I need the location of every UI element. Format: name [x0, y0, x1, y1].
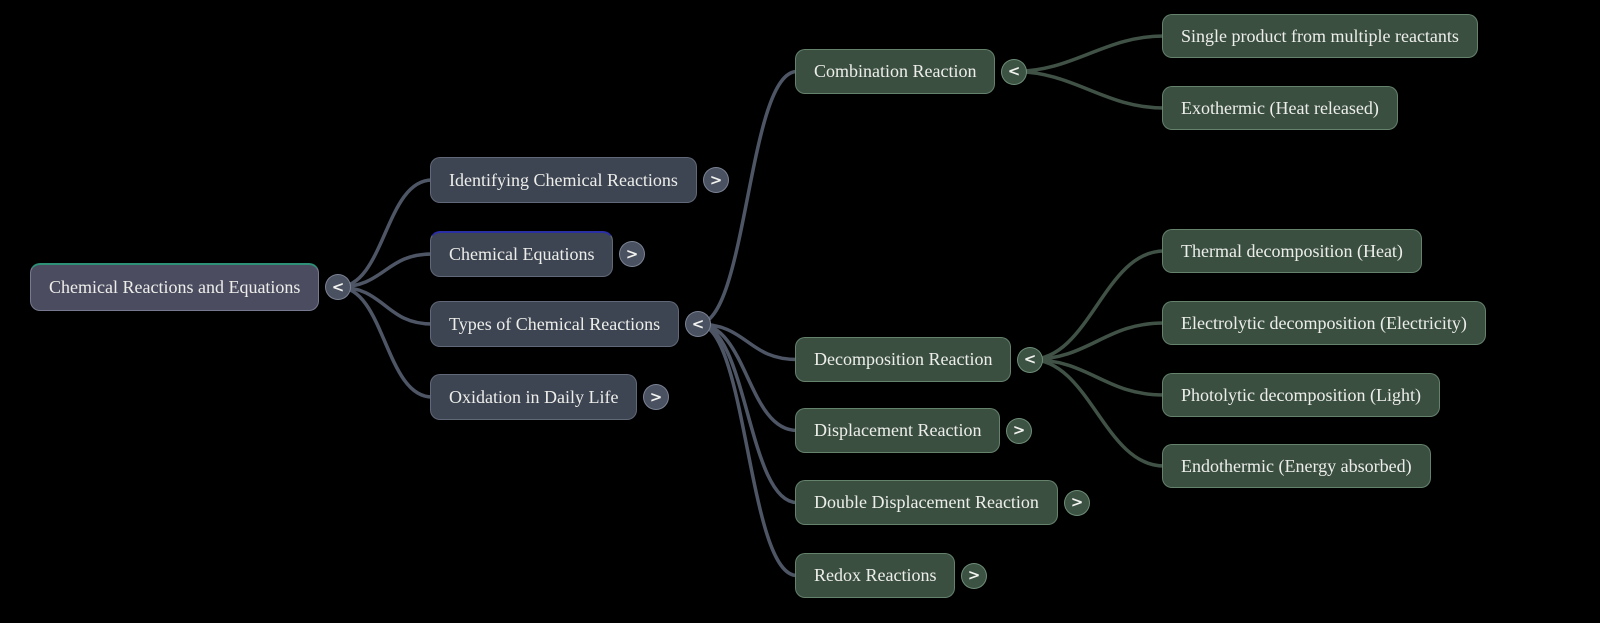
node-label: Combination Reaction: [814, 61, 977, 81]
node-label: Chemical Equations: [449, 244, 595, 264]
node-label: Electrolytic decomposition (Electricity): [1181, 312, 1467, 333]
node-exothermic[interactable]: Exothermic (Heat released): [1162, 86, 1398, 130]
node-combination[interactable]: Combination Reaction: [795, 49, 996, 94]
edge-decomposition-endothermic: [1028, 357, 1166, 468]
node-single-product[interactable]: Single product from multiple reactants: [1162, 14, 1478, 58]
expand-button-equations[interactable]: >: [619, 241, 645, 267]
collapse-button-decomposition[interactable]: <: [1017, 346, 1043, 373]
expand-button-oxidation[interactable]: >: [643, 384, 669, 410]
collapse-button-types[interactable]: <: [685, 311, 711, 337]
node-label: Exothermic (Heat released): [1181, 97, 1379, 118]
node-displacement[interactable]: Displacement Reaction: [795, 408, 1001, 453]
chevron-right-icon: >: [1012, 421, 1026, 439]
edge-types-double-displacement: [696, 322, 799, 505]
chevron-right-icon: >: [625, 244, 639, 263]
chevron-left-icon: <: [1007, 62, 1021, 80]
edge-decomposition-electrolytic: [1028, 321, 1166, 362]
node-label: Chemical Reactions and Equations: [49, 277, 301, 297]
node-label: Photolytic decomposition (Light): [1181, 384, 1421, 405]
chevron-right-icon: >: [649, 387, 663, 406]
edge-root-equations: [336, 252, 434, 289]
node-electrolytic[interactable]: Electrolytic decomposition (Electricity): [1162, 301, 1486, 345]
chevron-right-icon: >: [709, 170, 723, 189]
edge-types-displacement: [696, 322, 799, 433]
edge-types-decomposition: [696, 322, 799, 362]
collapse-button-combination[interactable]: <: [1001, 58, 1027, 85]
expand-button-redox[interactable]: >: [961, 562, 987, 589]
edge-root-identifying: [336, 178, 434, 289]
expand-button-identifying[interactable]: >: [703, 167, 729, 193]
node-root[interactable]: Chemical Reactions and Equations: [30, 263, 320, 311]
edge-combination-single-product: [1012, 34, 1166, 74]
node-double-displacement[interactable]: Double Displacement Reaction: [795, 480, 1058, 525]
chevron-right-icon: >: [967, 566, 981, 584]
node-photolytic[interactable]: Photolytic decomposition (Light): [1162, 373, 1440, 417]
edge-root-oxidation: [336, 285, 434, 399]
node-label: Double Displacement Reaction: [814, 492, 1039, 512]
node-identifying[interactable]: Identifying Chemical Reactions: [430, 157, 697, 203]
edge-types-redox: [696, 322, 799, 578]
edge-root-types: [336, 285, 434, 326]
node-label: Redox Reactions: [814, 565, 937, 585]
node-types[interactable]: Types of Chemical Reactions: [430, 301, 680, 347]
expand-button-displacement[interactable]: >: [1006, 417, 1032, 444]
node-label: Oxidation in Daily Life: [449, 386, 619, 407]
collapse-button-root[interactable]: <: [325, 274, 351, 300]
edge-types-combination: [696, 69, 799, 326]
node-label: Decomposition Reaction: [814, 349, 993, 369]
node-oxidation[interactable]: Oxidation in Daily Life: [430, 374, 638, 420]
chevron-right-icon: >: [1070, 493, 1084, 511]
edge-combination-exothermic: [1012, 69, 1166, 110]
expand-button-double-displacement[interactable]: >: [1064, 489, 1090, 516]
node-redox[interactable]: Redox Reactions: [795, 553, 956, 598]
node-label: Endothermic (Energy absorbed): [1181, 455, 1412, 476]
node-label: Displacement Reaction: [814, 420, 982, 440]
chevron-left-icon: <: [1023, 350, 1037, 368]
node-label: Types of Chemical Reactions: [449, 313, 661, 334]
chevron-left-icon: <: [691, 314, 705, 333]
node-thermal[interactable]: Thermal decomposition (Heat): [1162, 229, 1422, 273]
edge-decomposition-thermal: [1028, 249, 1166, 362]
node-equations[interactable]: Chemical Equations: [430, 231, 614, 277]
edge-decomposition-photolytic: [1028, 357, 1166, 397]
node-label: Single product from multiple reactants: [1181, 25, 1459, 46]
node-endothermic[interactable]: Endothermic (Energy absorbed): [1162, 444, 1431, 488]
node-label: Thermal decomposition (Heat): [1181, 240, 1403, 261]
node-decomposition[interactable]: Decomposition Reaction: [795, 337, 1012, 382]
chevron-left-icon: <: [331, 277, 345, 296]
node-label: Identifying Chemical Reactions: [449, 169, 678, 190]
